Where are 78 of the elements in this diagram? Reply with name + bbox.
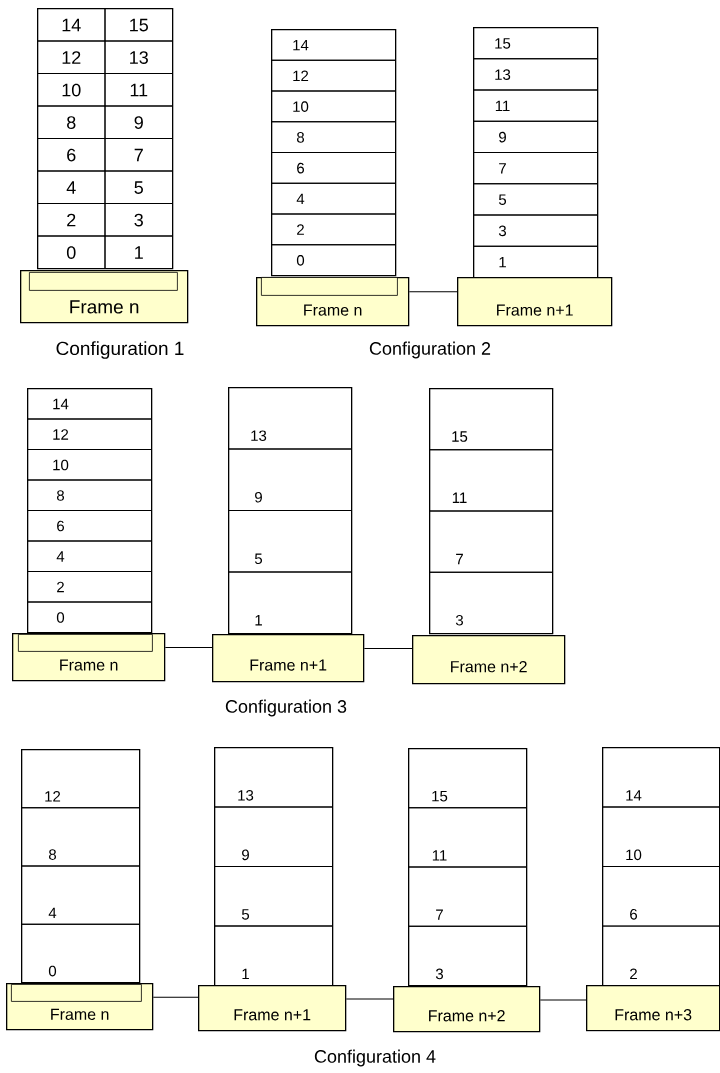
slot-cell: 15 — [473, 27, 598, 60]
connector-line — [363, 648, 413, 649]
slot-cell: 10 — [602, 806, 720, 867]
slot-cell: 11 — [473, 89, 598, 122]
slot-cell: 6 — [27, 510, 152, 542]
connector-line — [408, 291, 458, 293]
slot-cell: 5 — [228, 510, 352, 573]
slot-cell: 2 — [602, 925, 720, 986]
slot-cell: 9 — [104, 105, 173, 139]
connector-line — [345, 998, 394, 1000]
slot-cell: 5 — [473, 183, 598, 216]
slot-cell: 12 — [271, 59, 396, 92]
slot-cell: 1 — [228, 571, 352, 634]
slot-cell: 7 — [429, 510, 553, 573]
slot-cell: 5 — [214, 866, 333, 927]
slot-cell: 7 — [473, 152, 598, 185]
slot-cell: 0 — [271, 244, 396, 276]
slot-cell: 13 — [104, 40, 173, 74]
frame-box: Frame n+1 — [212, 634, 365, 683]
slot-cell: 11 — [104, 73, 173, 107]
slot-cell: 11 — [429, 449, 553, 512]
configuration-label: Configuration 3 — [225, 699, 347, 717]
slot-cell: 3 — [429, 571, 553, 634]
slot-cell: 15 — [429, 388, 553, 451]
slot-cell: 4 — [27, 540, 152, 572]
switch-box — [261, 277, 398, 296]
slot-cell: 8 — [37, 105, 106, 139]
slot-cell: 5 — [104, 170, 173, 204]
slot-cell: 13 — [214, 747, 333, 808]
slot-cell: 12 — [21, 749, 140, 809]
slot-cell: 13 — [228, 387, 352, 450]
slot-cell: 2 — [37, 203, 106, 237]
slot-cell: 3 — [104, 203, 173, 237]
switch-box — [29, 272, 178, 291]
switch-box — [11, 984, 142, 1002]
slot-cell: 10 — [271, 90, 396, 123]
slot-cell: 4 — [21, 865, 140, 925]
connector-line — [539, 999, 587, 1001]
configuration-label: Configuration 2 — [369, 341, 491, 359]
slot-cell: 14 — [37, 8, 106, 42]
connector-line — [152, 996, 199, 998]
slot-cell: 0 — [37, 235, 106, 269]
slot-cell: 10 — [37, 73, 106, 107]
slot-cell: 9 — [228, 448, 352, 511]
slot-cell: 9 — [214, 806, 333, 867]
slot-cell: 2 — [271, 213, 396, 246]
slot-cell: 14 — [602, 747, 720, 808]
frame-box: Frame n+1 — [198, 985, 347, 1032]
connector-line — [164, 647, 213, 648]
slot-cell: 14 — [27, 388, 152, 420]
slot-cell: 4 — [271, 182, 396, 215]
slot-cell: 4 — [37, 170, 106, 204]
slot-cell: 10 — [27, 449, 152, 481]
configuration-label: Configuration 4 — [314, 1049, 436, 1067]
frame-box: Frame n+3 — [586, 985, 720, 1032]
configuration-label: Configuration 1 — [56, 341, 184, 359]
slot-cell: 14 — [271, 29, 396, 61]
slot-cell: 15 — [104, 8, 173, 42]
slot-cell: 8 — [27, 479, 152, 511]
slot-cell: 6 — [602, 866, 720, 927]
frame-box: Frame n+2 — [393, 986, 541, 1033]
frame-box: Frame n+2 — [412, 635, 566, 685]
slot-cell: 6 — [37, 138, 106, 172]
slot-cell: 6 — [271, 152, 396, 184]
slot-cell: 7 — [104, 138, 173, 172]
slot-cell: 8 — [21, 807, 140, 867]
frame-box: Frame n+1 — [457, 277, 613, 327]
switch-box — [18, 634, 153, 652]
slot-cell: 0 — [27, 601, 152, 633]
slot-cell: 9 — [473, 120, 598, 153]
slot-cell: 2 — [27, 571, 152, 603]
slot-cell: 0 — [21, 923, 140, 983]
slot-cell: 13 — [473, 58, 598, 91]
slot-cell: 1 — [104, 235, 173, 269]
slot-cell: 8 — [271, 121, 396, 153]
slot-cell: 12 — [27, 418, 152, 450]
slot-cell: 12 — [37, 40, 106, 74]
slot-cell: 3 — [473, 214, 598, 247]
